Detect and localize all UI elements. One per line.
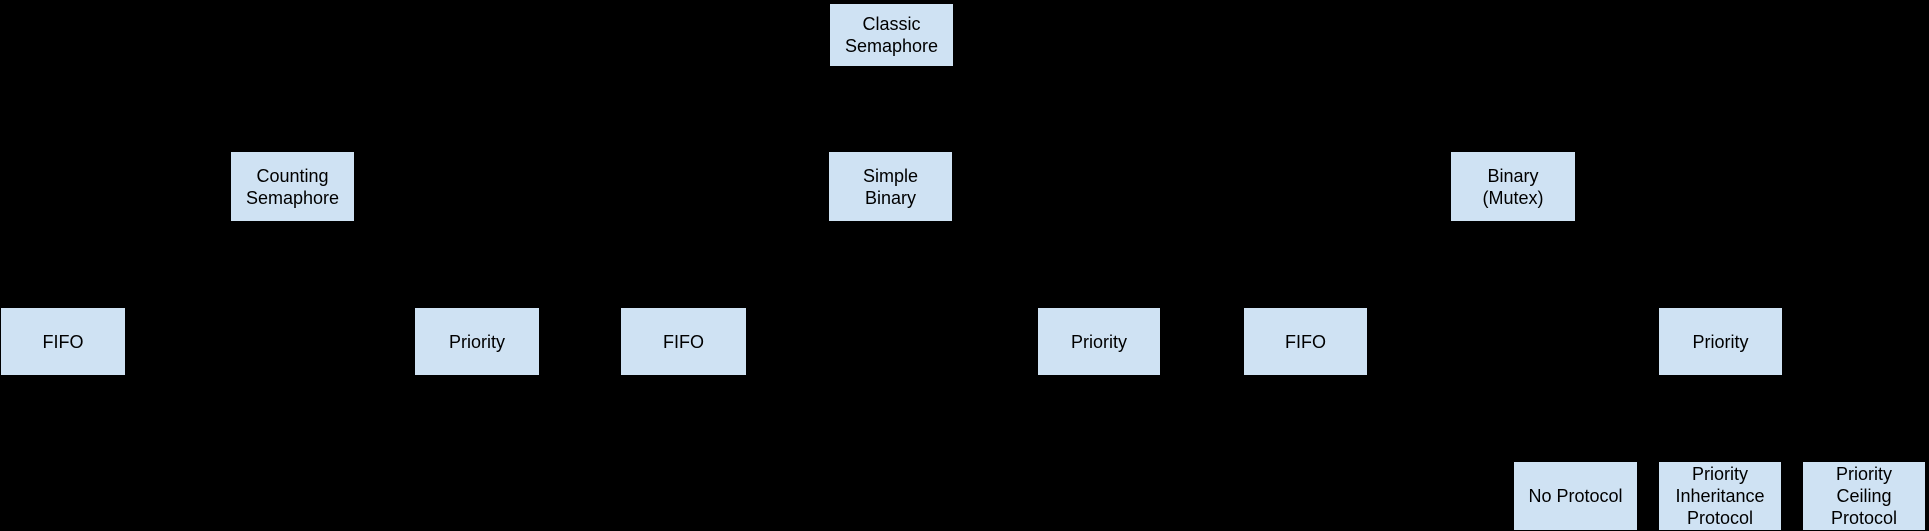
node-fifo-mutex: FIFO — [1243, 307, 1368, 376]
node-label: Priority Inheritance Protocol — [1675, 464, 1765, 528]
node-label: FIFO — [663, 331, 704, 352]
node-no-protocol: No Protocol — [1513, 461, 1638, 531]
node-label: Priority — [1070, 331, 1127, 352]
node-counting-semaphore: Counting Semaphore — [230, 151, 355, 222]
node-label: Counting Semaphore — [245, 165, 340, 208]
node-priority-mutex: Priority — [1658, 307, 1783, 376]
node-label: FIFO — [42, 331, 84, 352]
node-label: Priority — [448, 331, 505, 352]
node-priority-simple-binary: Priority — [1037, 307, 1161, 376]
node-label: Classic Semaphore — [844, 14, 939, 56]
node-priority-counting: Priority — [414, 307, 540, 376]
node-label: Priority — [1692, 331, 1749, 352]
node-label: Priority Ceiling Protocol — [1830, 464, 1898, 528]
node-priority-ceiling-protocol: Priority Ceiling Protocol — [1802, 461, 1926, 531]
node-label: No Protocol — [1528, 486, 1623, 506]
node-simple-binary: Simple Binary — [828, 151, 953, 222]
node-fifo-simple-binary: FIFO — [620, 307, 747, 376]
node-label: Binary (Mutex) — [1482, 165, 1544, 208]
node-fifo-counting: FIFO — [0, 307, 126, 376]
node-binary-mutex: Binary (Mutex) — [1450, 151, 1576, 222]
node-classic-semaphore: Classic Semaphore — [829, 3, 954, 67]
node-label: FIFO — [1285, 331, 1326, 352]
node-label: Simple Binary — [862, 165, 919, 208]
node-priority-inheritance-protocol: Priority Inheritance Protocol — [1658, 461, 1782, 531]
